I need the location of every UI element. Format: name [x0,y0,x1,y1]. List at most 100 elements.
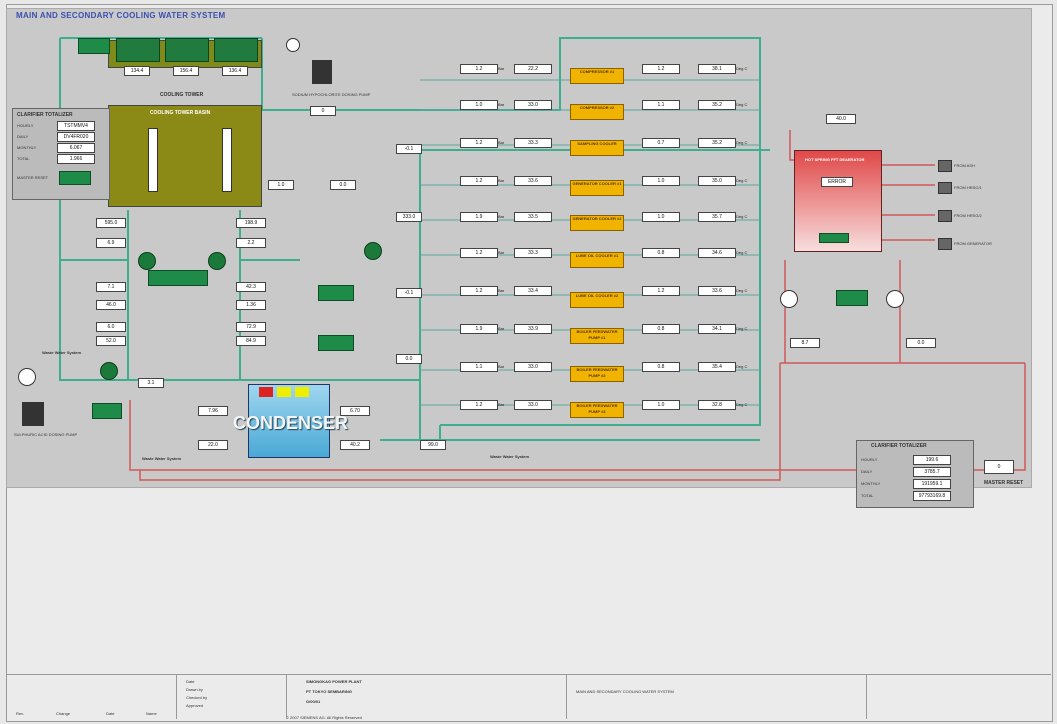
flow-value-2-1: 33.3 [514,138,552,148]
control-block-1[interactable] [318,285,354,301]
from-hrsg1-icon[interactable] [938,182,952,194]
unit-deg: Deg C [736,364,748,369]
flow-value-7-2: 0.8 [642,324,680,334]
pump-2-icon[interactable] [208,252,226,270]
unit-deg: Deg C [736,288,748,293]
waste-water-label-3: Waste Water System [490,454,530,459]
pump-lube-oil-1[interactable]: LUBE OIL COOLER #1 [570,252,624,268]
unit-deg: Deg C [736,178,748,183]
clarifier-totalizer: CLARIFIER TOTALIZER HOURLY 199.6 DAILY 3… [856,440,974,508]
pump-1-icon[interactable] [138,252,156,270]
unit-deg: Deg C [736,250,748,255]
pump-generator-cooler-2[interactable]: GENERATOR COOLER #2 [570,215,624,231]
pump-4-icon[interactable] [364,242,382,260]
level-gauge-1 [148,128,158,192]
fan-1-icon[interactable] [116,38,160,62]
deaerator-tank: HOT SPRING FFT DEAERATOR ERROR [794,150,882,252]
flow-value-0-0: 1.2 [460,64,498,74]
flow-value-8-2: 0.8 [642,362,680,372]
pump-lube-oil-2[interactable]: LUBE OIL COOLER #2 [570,292,624,308]
left-totalizer: CLARIFIER TOTALIZER HOURLY TSTMMV4 DAILY… [12,108,110,200]
fan-2-value: 156.4 [173,66,199,76]
unit-bar: Bar [498,66,505,71]
level-gauge-2 [222,128,232,192]
flow-value-2-0: 1.2 [460,138,498,148]
pump-bfp-2[interactable]: BOILER FEEDWATER PUMP #2 [570,366,624,382]
flow-value-3-3: 35.0 [698,176,736,186]
control-block-5[interactable] [836,290,868,306]
flow-value-4-1: 33.5 [514,212,552,222]
pump-bfp-3[interactable]: BOILER FEEDWATER PUMP #3 [570,402,624,418]
control-block-3[interactable] [78,38,110,54]
hypo-tank [312,60,332,84]
flow-value-0-2: 1.2 [642,64,680,74]
control-block-2[interactable] [318,335,354,351]
from-generator-icon[interactable] [938,238,952,250]
flow-value-2-3: 35.2 [698,138,736,148]
pump-module[interactable] [148,270,208,286]
left-reset-button[interactable] [59,171,91,185]
flow-value-5-0: 1.2 [460,248,498,258]
from-hrsg2-icon[interactable] [938,210,952,222]
control-block-4[interactable] [92,403,122,419]
flow-value-9-2: 1.0 [642,400,680,410]
flow-value-8-1: 33.0 [514,362,552,372]
pump-compressor-2[interactable]: COMPRESSOR #2 [570,104,624,120]
unit-deg: Deg C [736,214,748,219]
master-reset-label: MASTER RESET [984,480,1024,486]
waste-water-label-2: Waste Water System [142,456,182,461]
pump-bfp-1[interactable]: BOILER FEEDWATER PUMP #1 [570,328,624,344]
flow-value-6-3: 33.6 [698,286,736,296]
flow-value-7-0: 1.9 [460,324,498,334]
unit-deg: Deg C [736,66,748,71]
fan-3-icon[interactable] [214,38,258,62]
basin-label: COOLING TOWER BASIN [150,110,211,116]
unit-bar: Bar [498,288,505,293]
right-pump-2-icon[interactable] [886,290,904,308]
unit-bar: Bar [498,250,505,255]
flow-value-6-1: 33.4 [514,286,552,296]
flow-value-1-2: 1.1 [642,100,680,110]
flow-value-2-2: 0.7 [642,138,680,148]
gauge-icon-2 [286,38,300,52]
unit-bar: Bar [498,402,505,407]
flow-value-7-1: 33.9 [514,324,552,334]
unit-deg: Deg C [736,402,748,407]
flow-value-5-3: 34.6 [698,248,736,258]
tank-level-indicator [819,233,849,243]
right-pump-1-icon[interactable] [780,290,798,308]
pump-3-icon[interactable] [100,362,118,380]
flow-value-8-3: 35.4 [698,362,736,372]
unit-bar: Bar [498,102,505,107]
condenser: CONDENSER [233,384,348,458]
acid-tank [22,402,44,426]
flow-value-1-1: 33.0 [514,100,552,110]
cooling-tower-basin [108,105,262,207]
fan-2-icon[interactable] [165,38,209,62]
flow-value-6-2: 1.2 [642,286,680,296]
unit-bar: Bar [498,178,505,183]
flow-value-9-0: 1.2 [460,400,498,410]
fan-3-value: 136.4 [222,66,248,76]
flow-value-0-3: 38.1 [698,64,736,74]
flow-value-5-1: 33.3 [514,248,552,258]
pump-sampling-cooler[interactable]: SAMPLING COOLER [570,140,624,156]
flow-value-4-3: 35.7 [698,212,736,222]
unit-deg: Deg C [736,140,748,145]
flow-value-3-2: 1.0 [642,176,680,186]
unit-bar: Bar [498,214,505,219]
cooling-tower-label: COOLING TOWER [160,92,204,98]
title-block: Rev. Change Date Name Date Drawn by Chec… [6,674,1051,720]
flow-value-6-0: 1.2 [460,286,498,296]
fan-1-value: 134.4 [124,66,150,76]
pump-generator-cooler-1[interactable]: GENERATOR COOLER #1 [570,180,624,196]
flow-value-5-2: 0.8 [642,248,680,258]
from-ash-icon[interactable] [938,160,952,172]
flow-value-1-3: 35.2 [698,100,736,110]
unit-bar: Bar [498,326,505,331]
flow-value-7-3: 34.1 [698,324,736,334]
flow-value-3-0: 1.2 [460,176,498,186]
pump-compressor-1[interactable]: COMPRESSOR #1 [570,68,624,84]
unit-deg: Deg C [736,102,748,107]
flow-value-9-1: 33.0 [514,400,552,410]
